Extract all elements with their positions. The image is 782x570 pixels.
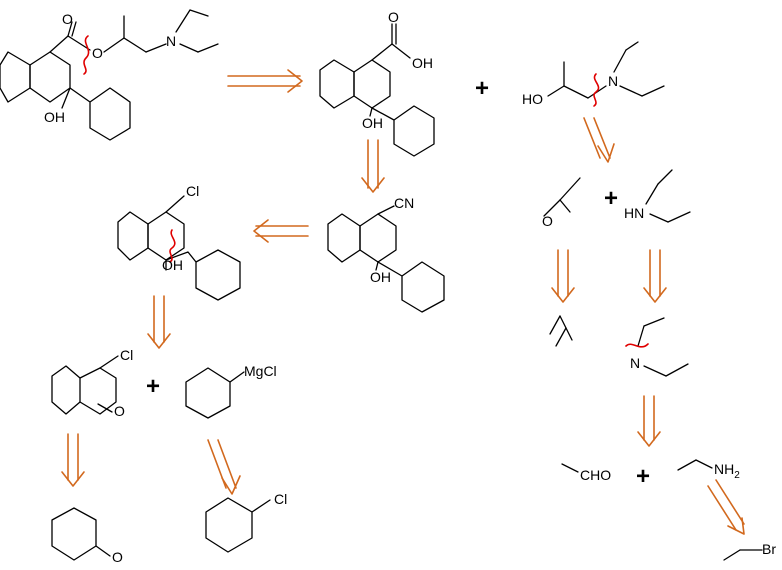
ethylamine: NH2 bbox=[677, 459, 740, 481]
propene bbox=[549, 315, 573, 347]
atom-label: NH2 bbox=[714, 461, 740, 481]
retro-arrow-10 bbox=[637, 395, 661, 447]
plus-sign: + bbox=[475, 75, 489, 102]
target-ester: O O N OH bbox=[0, 9, 219, 141]
atom-label: O bbox=[114, 403, 125, 419]
atom-label: CHO bbox=[580, 467, 611, 483]
atom-label: N bbox=[166, 33, 176, 49]
acetaldehyde: CHO bbox=[561, 463, 611, 483]
propylene-oxide: O bbox=[542, 177, 581, 229]
atom-label: Cl bbox=[186, 183, 199, 199]
retro-arrow-8 bbox=[61, 433, 85, 487]
atom-label: OH bbox=[412, 55, 433, 71]
retro-arrow-4 bbox=[253, 219, 309, 243]
retro-arrow-2 bbox=[361, 139, 385, 193]
cyclohexyl-grignard: MgCl bbox=[185, 363, 277, 419]
retro-arrow-7 bbox=[147, 295, 171, 349]
atom-label: N bbox=[608, 73, 618, 89]
hydroxy-acid: O OH OH bbox=[319, 9, 435, 157]
atom-label: Cl bbox=[274, 491, 287, 507]
disconnection-mark bbox=[625, 343, 649, 348]
plus-sign: + bbox=[604, 185, 618, 212]
atom-label: OH bbox=[362, 115, 383, 131]
atom-label: OH bbox=[370, 269, 391, 285]
atom-label: Cl bbox=[120, 347, 133, 363]
cyclohexanone: O bbox=[51, 507, 123, 565]
plus-sign: + bbox=[146, 373, 160, 400]
atom-label: OH bbox=[162, 257, 183, 273]
bromoethane: Br bbox=[723, 541, 776, 561]
atom-label: HN bbox=[624, 205, 644, 221]
retro-arrow-11 bbox=[707, 479, 745, 535]
diethylamine: HN bbox=[624, 169, 691, 223]
retro-arrow-5 bbox=[551, 249, 575, 303]
ring-b bbox=[0, 51, 31, 103]
chlorohydrin: Cl OH bbox=[117, 183, 241, 301]
atom-label: O bbox=[388, 9, 399, 25]
atom-label: O bbox=[62, 11, 73, 27]
atom-label: O bbox=[542, 213, 553, 229]
triethylamine: N bbox=[625, 317, 689, 377]
atom-label: O bbox=[92, 45, 103, 61]
atom-label: HO bbox=[522, 91, 543, 107]
amino-alcohol: HO N bbox=[522, 41, 665, 107]
disconnection-mark bbox=[593, 73, 600, 107]
atom-label: N bbox=[630, 355, 640, 371]
plus-sign: + bbox=[636, 463, 650, 490]
atom-label: CN bbox=[394, 195, 414, 211]
hydroxy-nitrile: CN OH bbox=[327, 195, 445, 313]
cyclohexyl bbox=[69, 87, 131, 141]
atom-label: O bbox=[112, 549, 123, 565]
retro-arrow-6 bbox=[643, 249, 667, 303]
chlorocyclohexanone: Cl O bbox=[51, 347, 133, 419]
atom-label: MgCl bbox=[244, 363, 277, 379]
retro-arrow-1 bbox=[227, 69, 303, 93]
retro-arrow-3 bbox=[583, 117, 615, 163]
retro-arrow-9 bbox=[207, 439, 241, 495]
atom-label: Br bbox=[762, 541, 776, 557]
chlorocyclohexane: Cl bbox=[205, 491, 287, 553]
disconnection-mark bbox=[83, 35, 90, 75]
disconnection-mark bbox=[169, 229, 176, 263]
atom-label: OH bbox=[44, 109, 65, 125]
ring-a bbox=[29, 51, 71, 103]
